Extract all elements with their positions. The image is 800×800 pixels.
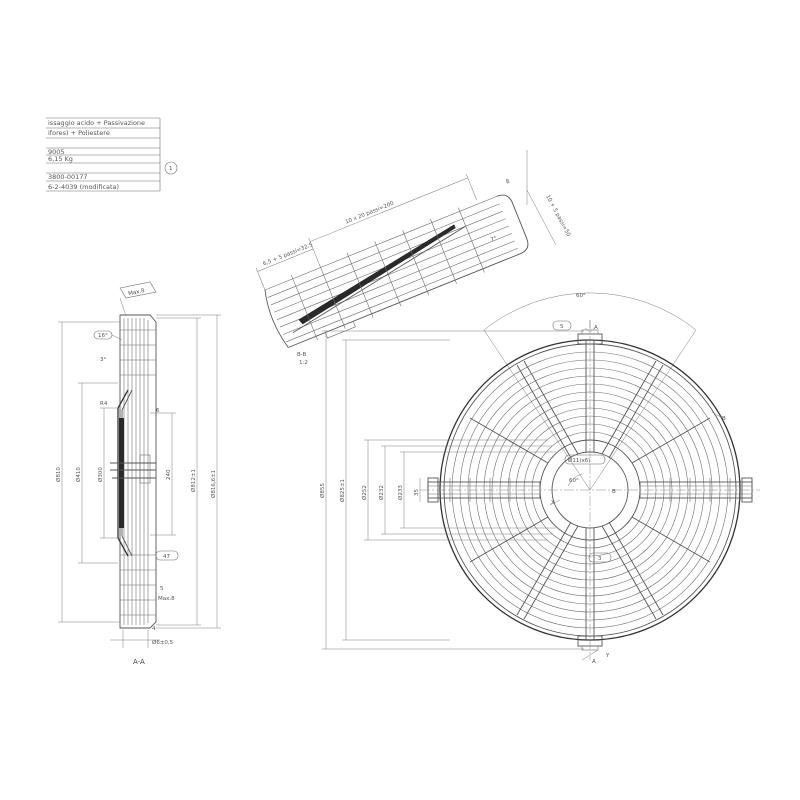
title-row-1: issaggio acido + Passivazione [48, 119, 145, 127]
front-thirtyfive: 35 [414, 489, 420, 496]
title-row-3: 9005 [48, 148, 65, 156]
bb-side-dimension: 10 + 5 passi=50 [526, 150, 571, 246]
front-d233: Ø233 [397, 485, 404, 500]
front-d232: Ø232 [378, 485, 385, 500]
aa-d410: Ø410 [75, 467, 82, 482]
front-d825: Ø825±1 [339, 479, 346, 502]
revision-marker: 1 [169, 166, 173, 172]
axis-x: X [551, 500, 555, 506]
aa-forty-seven: 47 [163, 554, 170, 560]
guard-spokes [469, 340, 711, 640]
aa-d816: Ø816,6±1 [210, 470, 217, 498]
aa-max-bottom: Max.8 [158, 596, 175, 602]
aa-h240: 240 [166, 469, 172, 480]
aa-angle-small: 3° [100, 357, 106, 363]
title-row-5: 3800-00177 [48, 173, 88, 181]
front-revision: 3 [598, 556, 602, 562]
section-a-a: Max.8 16° 3° R4 6 Ø810 Ø410 Ø300 240 Ø81… [55, 281, 221, 666]
max-top-tag [119, 281, 157, 299]
title-row-2: ifores) + Poliestere [48, 129, 110, 137]
front-holes: Ø11(x6) [568, 457, 590, 464]
marker-b-right: B [722, 416, 726, 422]
section-b-b-scale: 1:2 [299, 360, 308, 366]
section-a-a-label: A-A [133, 658, 145, 666]
aa-r-label: R4 [100, 401, 108, 407]
title-row-4: 6,15 Kg [48, 155, 73, 163]
section-b-b-label: B-B [297, 352, 307, 358]
bb-top-mark: 8 [505, 178, 511, 185]
aa-d810: Ø810 [55, 467, 62, 482]
aa-max-top: Max.8 [128, 288, 146, 297]
marker-a-top: A [594, 325, 598, 331]
aa-d300: Ø300 [97, 467, 104, 482]
front-view: 60° [319, 292, 760, 665]
front-d855: Ø855 [319, 483, 326, 498]
aa-six: 6 [156, 408, 160, 414]
section-b-b: 6,5 + 5 passi=32,5 10 x 20 passi=200 7° … [255, 174, 529, 348]
aa-d6: Ø6±0,5 [152, 639, 174, 646]
aa-angle-top: 16° [98, 333, 108, 339]
aa-five: 5 [160, 586, 164, 592]
aa-four: 4 [152, 626, 156, 632]
marker-b-center: B [612, 489, 616, 495]
aa-d812: Ø812±1 [190, 469, 197, 492]
bb-angle: 7° [490, 236, 498, 244]
bb-pitch-a: 6,5 + 5 passi=32,5 [262, 242, 314, 268]
front-angle-center: 60° [569, 478, 579, 484]
front-angle-top: 60° [576, 293, 586, 299]
title-row-6: 6-2-4039 (modificata) [48, 183, 119, 191]
front-five: 5 [560, 324, 564, 330]
revision-circle [164, 161, 178, 175]
marker-a-bottom: A [592, 659, 596, 665]
bb-pitch-b: 10 x 20 passi=200 [345, 201, 396, 226]
bb-pitch-c: 10 + 5 passi=50 [544, 194, 571, 238]
axis-y: Y [605, 653, 610, 659]
title-block: issaggio acido + Passivazione ifores) + … [46, 117, 178, 192]
front-d252: Ø252 [361, 485, 368, 500]
